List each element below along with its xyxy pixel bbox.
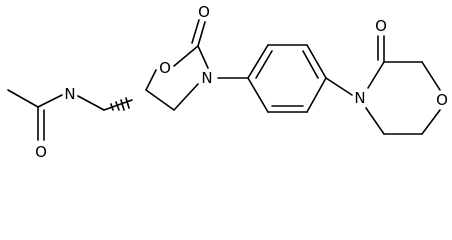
amide-nitrogen-label: N [64, 85, 75, 103]
phenyl-double-1 [255, 50, 273, 79]
bond-carbonyl-nitrogen [37, 94, 63, 108]
phenyl-bond-3 [306, 44, 327, 79]
ring-oxygen-label: O [159, 59, 171, 77]
amide-oxygen-label: O [35, 143, 47, 161]
phenyl-bond-1 [247, 44, 269, 79]
bond-c4-c5 [145, 89, 175, 111]
morph-bond-n-c3 [367, 61, 385, 89]
bond-c2-n3 [197, 45, 209, 69]
bond-c5-o1 [145, 69, 157, 91]
morpholinone-nitrogen-label: N [354, 89, 365, 107]
stereo-hash-bond [110, 97, 130, 111]
bond-phenyl-morph-n [325, 77, 353, 96]
bond-c2-o-a [197, 21, 206, 47]
phenyl-bond-4 [306, 77, 327, 113]
atom-labels: O N O O N N O O [35, 3, 448, 161]
morph-bond-c2-o [421, 61, 441, 91]
bonds [7, 19, 441, 141]
morph-bond-c5-n [365, 107, 385, 135]
morph-bond-o-c6 [421, 109, 441, 135]
chemical-structure-diagram: O N O O N N O O [7, 3, 448, 161]
morpholinone-carbonyl-oxygen-label: O [375, 17, 387, 35]
bond-n3-c4 [173, 83, 199, 111]
bond-o1-c2 [173, 45, 199, 67]
bond-nitrogen-ch2 [77, 95, 105, 111]
morpholinone-ring-oxygen-label: O [436, 91, 448, 109]
phenyl-double-2 [302, 50, 319, 79]
bond-c2-o-b [191, 19, 200, 44]
oxazolidinone-carbonyl-oxygen-label: O [198, 3, 210, 21]
phenyl-bond-6 [247, 77, 269, 113]
oxazolidinone-nitrogen-label: N [201, 69, 212, 87]
bond-methyl-carbonyl [7, 89, 39, 108]
